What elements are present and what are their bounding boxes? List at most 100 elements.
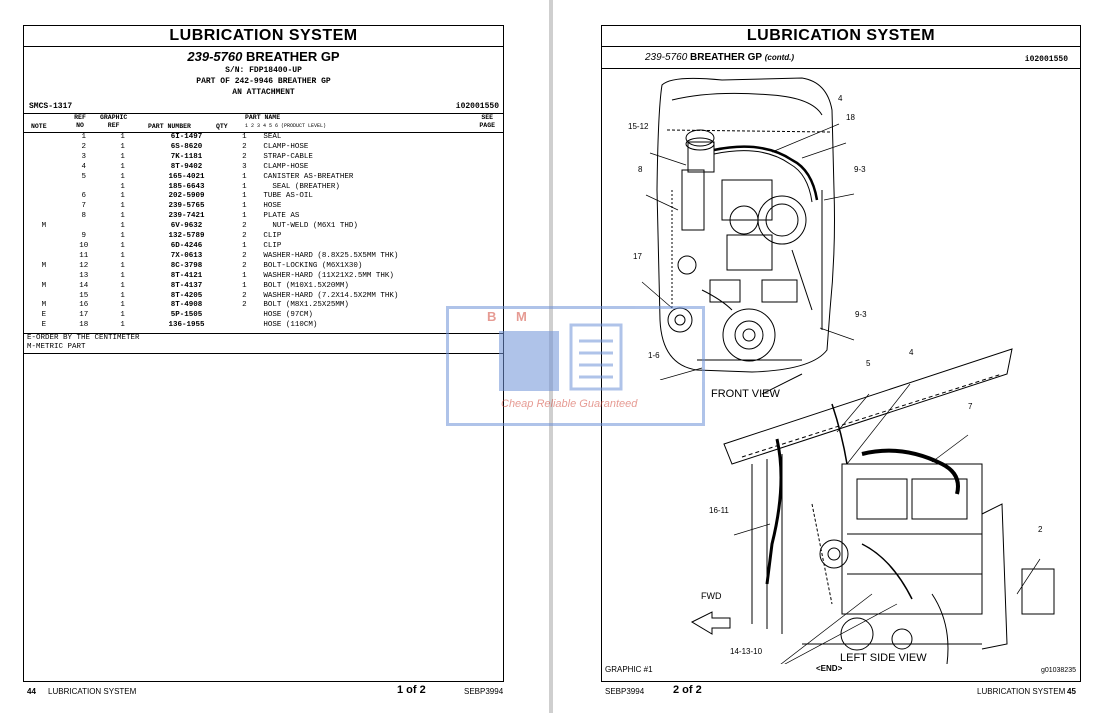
- note-cell: [24, 202, 64, 212]
- callout-front-9-3-bottom: 9-3: [855, 310, 867, 319]
- group-name: BREATHER GP: [245, 49, 340, 64]
- part-name-cell: TUBE AS-OIL: [263, 192, 313, 201]
- header-see-page: SEE PAGE: [479, 114, 495, 129]
- ref-no-cell: [64, 222, 104, 232]
- left-side-view-label: LEFT SIDE VIEW: [840, 652, 927, 664]
- qty-cell: 1: [242, 281, 247, 290]
- qty-cell: 2: [242, 291, 247, 300]
- note-cell: [24, 272, 64, 282]
- group-name-right: BREATHER GP: [690, 52, 762, 63]
- header-product-level: 1 2 3 4 5 6 (PRODUCT LEVEL): [245, 123, 327, 129]
- qty-cell: 2: [242, 142, 247, 151]
- ref-no-cell: 9: [81, 232, 87, 241]
- part-number-cell: 8T-4205: [170, 291, 203, 300]
- front-view-label: FRONT VIEW: [711, 388, 780, 400]
- right-page: LUBRICATION SYSTEM 239-5760 BREATHER GP …: [553, 0, 1102, 713]
- page-title-right: LUBRICATION SYSTEM: [746, 27, 936, 44]
- ref-no-cell: 10: [79, 241, 89, 250]
- graphic-ref-cell: 1: [120, 261, 125, 270]
- header-qty: QTY: [216, 123, 228, 130]
- illustration-frame: LUBRICATION SYSTEM 239-5760 BREATHER GP …: [601, 25, 1081, 682]
- note-cell: [24, 133, 64, 143]
- qty-cell: 3: [242, 162, 247, 171]
- part-name-cell: PLATE AS: [263, 212, 300, 221]
- note-cell: [24, 163, 64, 173]
- qty-cell: 1: [242, 182, 247, 191]
- note-cell: [24, 212, 64, 222]
- serial-number: S/N: FDP18400-UP: [225, 66, 302, 75]
- part-number-cell: 165-4021: [168, 172, 205, 181]
- graphic-ref-cell: 1: [120, 192, 125, 201]
- ref-no-cell: 6: [81, 192, 87, 201]
- part-name-cell: CLIP: [263, 241, 282, 250]
- qty-cell: 1: [242, 133, 247, 141]
- qty-cell: 2: [242, 232, 247, 241]
- part-number-cell: 202-5909: [168, 192, 205, 201]
- footer-section: LUBRICATION SYSTEM: [48, 687, 137, 696]
- callout-side-7: 7: [968, 402, 973, 411]
- graphic-ref-cell: 1: [120, 232, 125, 241]
- callout-side-14-13-10: 14-13-10: [730, 647, 763, 656]
- callout-front-15-12: 15-12: [628, 122, 649, 131]
- footer-doc-right: SEBP3994: [605, 687, 645, 696]
- graphic-ref-cell: 1: [120, 321, 125, 330]
- attachment: AN ATTACHMENT: [232, 88, 295, 97]
- part-number-cell: 8T-9402: [170, 162, 203, 171]
- note-cell: E: [41, 321, 47, 330]
- column-headers: NOTE REF NO GRAPHIC REF PART NUMBER QTY …: [24, 114, 503, 131]
- part-number-cell: 185-6643: [168, 182, 205, 191]
- smcs-code: SMCS-1317: [29, 102, 73, 111]
- part-number-cell: 8C-3798: [170, 261, 203, 270]
- header-part-name: PART NAME: [245, 114, 281, 121]
- note-cell: [24, 252, 64, 262]
- header-graphic-ref: GRAPHIC REF: [100, 114, 128, 129]
- part-number-cell: 6D-4246: [170, 241, 203, 250]
- ref-no-cell: 4: [81, 162, 87, 171]
- qty-cell: 1: [242, 271, 247, 280]
- part-number-cell: 136-1955: [168, 321, 205, 330]
- graphic-ref-cell: 1: [120, 162, 125, 171]
- part-number-cell: 7K-1181: [170, 152, 203, 161]
- callout-side-4: 4: [909, 348, 914, 357]
- doc-id: i02001550: [455, 102, 499, 111]
- part-name-cell: BOLT-LOCKING (M6X1X30): [263, 261, 363, 270]
- graphic-ref-cell: 1: [120, 142, 125, 151]
- part-of: PART OF 242-9946 BREATHER GP: [196, 77, 331, 86]
- note-cell: [24, 183, 64, 193]
- part-name-cell: CLAMP-HOSE: [263, 162, 309, 171]
- part-name-cell: NUT-WELD (M6X1 THD): [263, 222, 358, 231]
- graphic-id: g01038235: [1040, 667, 1076, 674]
- part-name-cell: STRAP-CABLE: [263, 152, 313, 161]
- header-ref-no: REF NO: [74, 114, 86, 129]
- note-cell: [24, 192, 64, 202]
- graphic-ref-cell: 1: [120, 152, 125, 161]
- callout-side-2: 2: [1038, 525, 1043, 534]
- callout-front-8: 8: [638, 165, 643, 174]
- part-number-cell: 6I-1497: [170, 133, 203, 141]
- note-cell: M: [41, 261, 47, 270]
- callout-front-9-3-top: 9-3: [854, 165, 866, 174]
- graphic-ref-cell: 1: [120, 241, 125, 250]
- graphic-ref-cell: 1: [120, 202, 125, 211]
- part-name-cell: SEAL (BREATHER): [263, 182, 340, 191]
- graphic-ref-cell: 1: [120, 301, 125, 310]
- ref-no-cell: 14: [79, 281, 89, 290]
- ref-no-cell: [64, 183, 104, 193]
- graphic-ref-cell: 1: [120, 291, 125, 300]
- graphic-ref-cell: 1: [120, 212, 125, 221]
- note-cell: [24, 242, 64, 252]
- qty-cell: [231, 321, 257, 331]
- note-cell: E: [41, 311, 47, 320]
- ref-no-cell: 8: [81, 212, 87, 221]
